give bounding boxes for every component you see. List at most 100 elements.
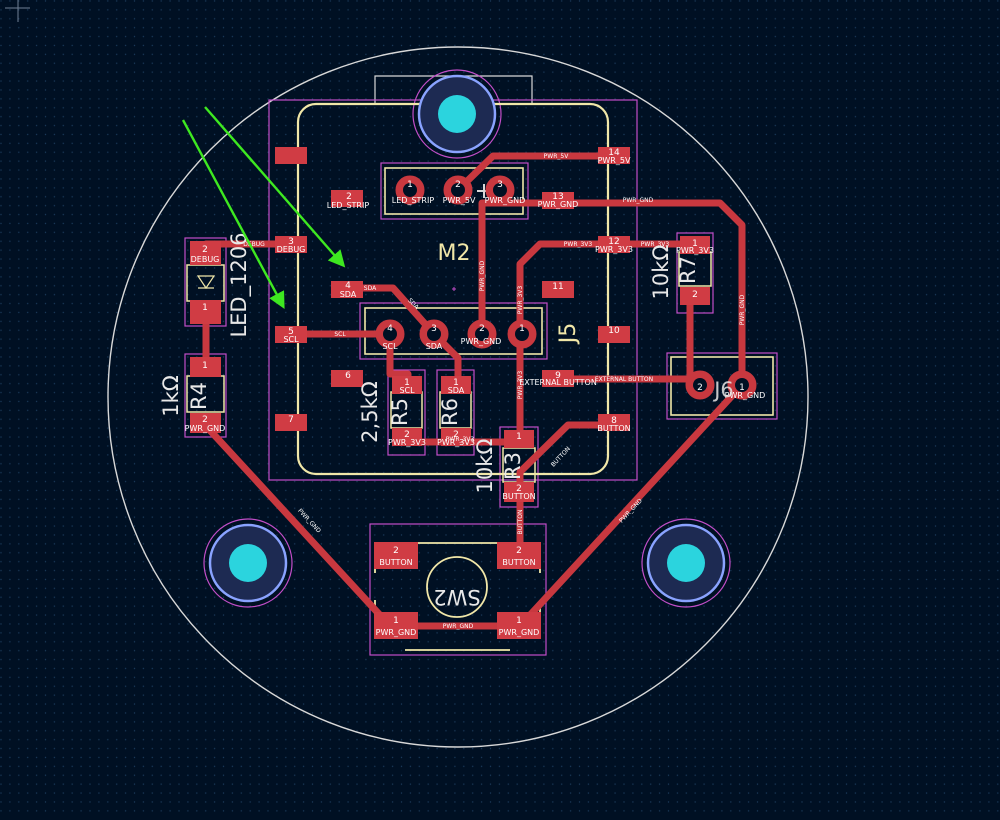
svg-text:PWR_3V3: PWR_3V3: [676, 246, 714, 255]
reference-designators: M2 J5 LED_1206 R4 1kΩ R7 10kΩ R5 R6 2,5k…: [159, 232, 734, 609]
svg-text:2: 2: [346, 192, 352, 202]
svg-text:3: 3: [288, 237, 294, 247]
svg-text:13: 13: [552, 192, 563, 202]
svg-text:PWR_3V3: PWR_3V3: [388, 438, 426, 447]
svg-text:SDA: SDA: [426, 342, 443, 351]
ref-r5-r6-value: 2,5kΩ: [358, 381, 382, 443]
svg-text:1: 1: [393, 616, 399, 626]
svg-text:1: 1: [407, 180, 413, 190]
svg-text:PWR_3V3: PWR_3V3: [564, 241, 593, 248]
ref-r5: R5: [388, 398, 412, 426]
svg-text:PWR_GND: PWR_GND: [376, 628, 417, 637]
svg-text:1: 1: [519, 324, 525, 334]
svg-text:DEBUG: DEBUG: [243, 241, 265, 248]
svg-text:2: 2: [692, 290, 698, 300]
svg-text:2: 2: [697, 383, 703, 393]
svg-text:PWR_GND: PWR_GND: [538, 200, 579, 209]
svg-text:BUTTON: BUTTON: [379, 558, 412, 567]
ref-r3: R3: [501, 452, 525, 480]
ref-r7-value: 10kΩ: [649, 245, 673, 300]
svg-text:1: 1: [202, 361, 208, 371]
svg-text:10: 10: [608, 326, 620, 336]
svg-text:8: 8: [611, 416, 617, 426]
ref-r4-value: 1kΩ: [159, 375, 183, 417]
svg-text:SCL: SCL: [399, 386, 415, 395]
svg-text:2: 2: [455, 180, 461, 190]
svg-text:1: 1: [404, 378, 410, 388]
svg-text:5: 5: [288, 327, 294, 337]
svg-text:SCL: SCL: [283, 335, 299, 344]
svg-text:PWR_3V3: PWR_3V3: [595, 245, 633, 254]
ref-r3-value: 10kΩ: [473, 439, 497, 494]
svg-text:4: 4: [345, 281, 351, 291]
svg-text:2: 2: [393, 546, 399, 556]
svg-text:PWR_5V: PWR_5V: [544, 153, 570, 160]
svg-text:2: 2: [404, 430, 410, 440]
svg-text:7: 7: [288, 415, 294, 425]
svg-text:PWR_GND: PWR_GND: [443, 623, 474, 630]
svg-text:BUTTON: BUTTON: [502, 558, 535, 567]
svg-text:1: 1: [516, 432, 522, 442]
svg-text:14: 14: [608, 148, 620, 158]
ref-r4: R4: [187, 382, 211, 410]
svg-text:BUTTON: BUTTON: [597, 424, 630, 433]
svg-text:PWR_GND: PWR_GND: [499, 628, 540, 637]
ref-r7: R7: [676, 256, 700, 284]
svg-text:1: 1: [453, 378, 459, 388]
svg-text:LED_STRIP: LED_STRIP: [392, 196, 435, 205]
board-edge-outline: [107, 46, 809, 748]
svg-text:PWR_GND: PWR_GND: [185, 424, 226, 433]
svg-text:PWR_3V3: PWR_3V3: [517, 286, 524, 315]
svg-text:4: 4: [387, 324, 393, 334]
svg-text:EXTERNAL BUTTON: EXTERNAL BUTTON: [595, 376, 653, 383]
svg-text:DEBUG: DEBUG: [277, 245, 306, 254]
svg-text:PWR_5V: PWR_5V: [443, 196, 476, 205]
svg-text:12: 12: [608, 237, 619, 247]
svg-text:2: 2: [516, 546, 522, 556]
svg-text:LED_STRIP: LED_STRIP: [327, 201, 370, 210]
svg-text:PWR_3V3: PWR_3V3: [446, 436, 475, 443]
svg-text:SCL: SCL: [334, 331, 346, 338]
pad-labels: 2 LED_STRIP 3 DEBUG 4 SDA 5 SCL 6 7 14 P…: [185, 148, 766, 637]
svg-text:PWR_GND: PWR_GND: [623, 197, 654, 204]
ref-led-1206: LED_1206: [227, 232, 252, 337]
svg-text:1: 1: [202, 303, 208, 313]
svg-text:PWR_3V3: PWR_3V3: [437, 438, 475, 447]
svg-text:PWR_3V3: PWR_3V3: [517, 371, 524, 400]
svg-text:2: 2: [453, 430, 459, 440]
svg-text:PWR_3V3: PWR_3V3: [641, 241, 670, 248]
svg-text:2: 2: [479, 324, 485, 334]
svg-text:BUTTON: BUTTON: [517, 510, 524, 535]
smd-pads: [190, 147, 710, 639]
annotation-arrows: [181, 106, 346, 309]
ref-m2: M2: [438, 241, 471, 266]
svg-text:PWR_GND: PWR_GND: [461, 337, 502, 346]
svg-text:6: 6: [345, 371, 351, 381]
svg-text:1: 1: [692, 239, 698, 249]
svg-text:PWR_GND: PWR_GND: [485, 196, 526, 205]
ref-j6: J6: [712, 378, 734, 402]
svg-text:SDA: SDA: [340, 290, 357, 299]
svg-text:9: 9: [555, 371, 561, 381]
svg-text:PWR_GND: PWR_GND: [739, 294, 746, 325]
svg-text:2: 2: [516, 484, 522, 494]
svg-text:PWR_GND: PWR_GND: [725, 391, 766, 400]
ref-r6: R6: [438, 398, 462, 426]
ref-j5: J5: [556, 323, 581, 346]
svg-text:1: 1: [516, 616, 522, 626]
svg-text:DEBUG: DEBUG: [191, 255, 220, 264]
th-drills: [383, 183, 749, 392]
svg-text:2: 2: [202, 415, 208, 425]
center-marker: [452, 287, 456, 291]
svg-text:2: 2: [202, 245, 208, 255]
mounting-holes: [208, 74, 726, 603]
svg-text:PWR_GND: PWR_GND: [479, 260, 486, 291]
svg-text:EXTERNAL BUTTON: EXTERNAL BUTTON: [519, 378, 597, 387]
svg-text:BUTTON: BUTTON: [502, 492, 535, 501]
svg-text:PWR_5V: PWR_5V: [598, 156, 631, 165]
ref-sw2: SW2: [433, 585, 480, 609]
svg-text:SDA: SDA: [364, 285, 377, 292]
